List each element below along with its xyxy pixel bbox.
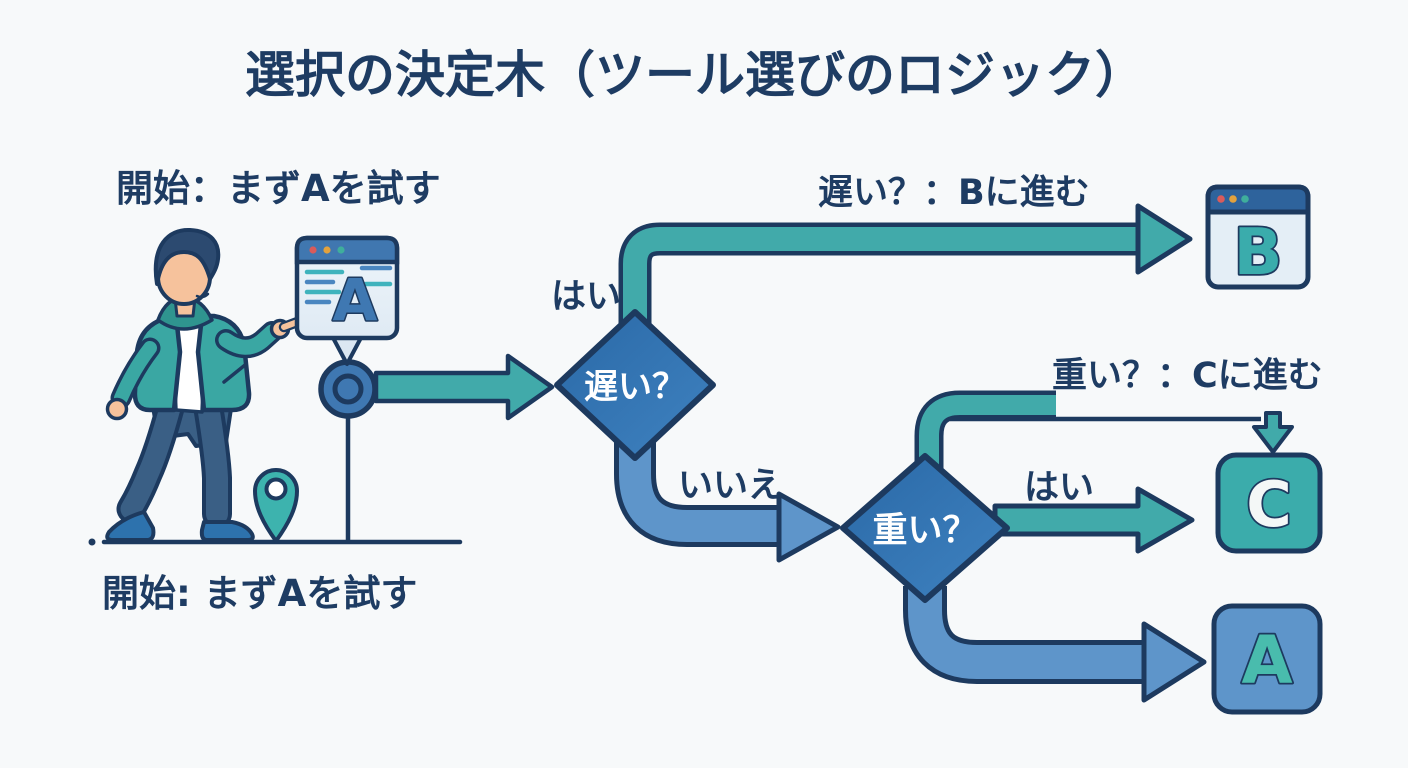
person-front-shoe [199, 520, 255, 542]
window-letter-a: A [333, 266, 378, 334]
page-title: 選択の決定木（ツール選びのロジック） [245, 46, 1145, 104]
label-no-1: いいえ [678, 466, 783, 506]
pipe-slow-to-b-fill [623, 227, 1141, 372]
arrow-start-to-slow [373, 353, 555, 421]
label-yes-1: はい [551, 277, 621, 317]
tool-b-header [1205, 184, 1311, 215]
pipe-slow-to-b [618, 203, 1193, 372]
decision-heavy-label: 重い？ [872, 511, 977, 551]
pipe-heavy-to-a-fill [908, 586, 1148, 679]
arrow-yes-to-c [992, 486, 1195, 554]
label-start-top: 開始：まずAを試す [116, 167, 441, 210]
arrowhead-to-a [1141, 621, 1207, 703]
decision-slow-diamond [554, 309, 716, 461]
decision-heavy-diamond [840, 453, 1010, 603]
person-jacket-detail [222, 363, 247, 384]
pipe-heavy-to-a [903, 586, 1207, 703]
person-back-arm-fill [114, 341, 157, 405]
traffic-dot-red [309, 246, 317, 254]
traffic-dot-orange [323, 246, 331, 254]
person-pointing-arm-fill [218, 324, 280, 355]
label-start-bottom: 開始: まずAを試す [102, 572, 417, 615]
small-arrow-to-c [1252, 411, 1294, 454]
arrowhead-no [776, 491, 841, 563]
ground-dot [88, 538, 96, 546]
person-back-leg-fill [120, 397, 181, 520]
person-figure [105, 227, 306, 542]
location-pin-hole [264, 477, 288, 501]
traffic-dot-red [1217, 195, 1225, 203]
start-node-inner-ring [332, 373, 364, 405]
icon-tool-b: B [1205, 184, 1311, 292]
person-hair [153, 227, 221, 286]
icon-tool-a-result: A [1211, 603, 1323, 715]
person-back-hand [105, 397, 129, 421]
tool-c-letter: C [1246, 468, 1292, 541]
label-yes-2: はい [1024, 468, 1094, 508]
label-heavy-branch: 重い？：Cに進む [1052, 356, 1323, 396]
label-slow-branch: 遅い？：Bに進む [818, 173, 1090, 213]
decision-slow-label: 遅い？ [584, 367, 686, 407]
traffic-dot-green [1241, 195, 1249, 203]
pipe-heavy-to-c-fill [919, 395, 1056, 506]
tool-c-body [1215, 452, 1323, 554]
tool-b-letter: B [1234, 216, 1283, 290]
traffic-dot-green [337, 246, 345, 254]
icon-tool-c: C [1215, 452, 1323, 554]
pipe-no-path [614, 430, 841, 563]
pipe-slow-to-b-outline [618, 222, 1141, 372]
arrowhead-to-b [1135, 203, 1193, 275]
person-mouth [195, 292, 210, 299]
tool-a-result-letter: A [1241, 622, 1292, 699]
tool-a-result-body [1211, 603, 1323, 715]
person-back-shoe [105, 510, 156, 542]
pipe-heavy-to-c [914, 390, 1294, 506]
start-node-circle [318, 359, 378, 419]
browser-a-text-lines [304, 265, 393, 305]
person-front-leg-fill [197, 395, 228, 525]
browser-a-header [294, 235, 400, 265]
browser-window-a-icon: A [294, 235, 400, 366]
traffic-dot-orange [1229, 195, 1237, 203]
pipe-no-fill [619, 430, 782, 542]
